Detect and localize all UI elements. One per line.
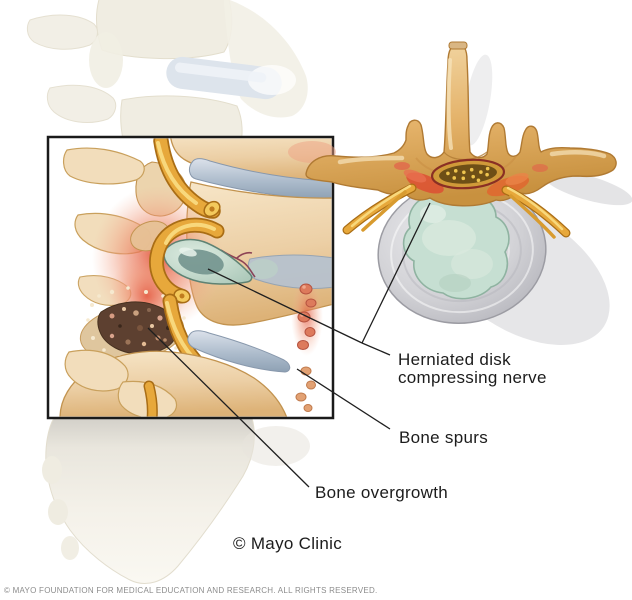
compressed-nerve-inflammation [394, 162, 548, 197]
pointer-bone-overgrowth [147, 327, 310, 488]
nerve-root-upper [153, 138, 221, 219]
footer-copyright: © MAYO FOUNDATION FOR MEDICAL EDUCATION … [4, 586, 378, 595]
axial-bone-details [337, 41, 607, 175]
background-spine-ghost [26, 0, 310, 584]
sacrum-ghost [42, 417, 310, 584]
nerve-root-axial-left [342, 183, 417, 235]
pointer-herniated-axial [361, 202, 431, 344]
herniated-disk-highlight [179, 247, 197, 257]
transverse-process [63, 147, 145, 185]
ghost-disk [166, 56, 296, 100]
attribution: © Mayo Clinic [233, 534, 343, 553]
ghost-process [89, 32, 123, 88]
pointer-herniated-label [361, 342, 391, 356]
inset-box [46, 135, 335, 420]
intervertebral-disk-lower [187, 330, 291, 373]
overgrowth-speckles [109, 307, 170, 347]
intervertebral-disk-upper [188, 158, 332, 200]
nerve-root-bottom [143, 380, 158, 417]
axial-vertebra-view [288, 41, 632, 346]
ghost-process [26, 14, 98, 50]
transverse-process [64, 349, 129, 392]
label-herniated-disk-line1: Herniated disk [398, 350, 511, 369]
nerve-root-compressed [149, 217, 225, 304]
inset-border [46, 135, 335, 420]
disk-teal-tint [248, 259, 278, 279]
ghost-process [46, 84, 117, 123]
label-herniated-disk: Herniated disk compressing nerve [398, 351, 547, 386]
label-herniated-disk-line2: compressing nerve [398, 367, 547, 387]
pointer-bone-spurs [296, 368, 391, 430]
nerve-root-axial-right [501, 185, 571, 239]
ghost-vertebra-wing [224, 0, 308, 118]
lateral-detail-view [59, 138, 332, 417]
pointer-herniated-inset [207, 268, 363, 344]
label-bone-spurs: Bone spurs [399, 428, 488, 447]
label-bone-overgrowth: Bone overgrowth [315, 483, 449, 502]
spinal-canal [430, 158, 506, 190]
leader-lines [147, 202, 431, 488]
